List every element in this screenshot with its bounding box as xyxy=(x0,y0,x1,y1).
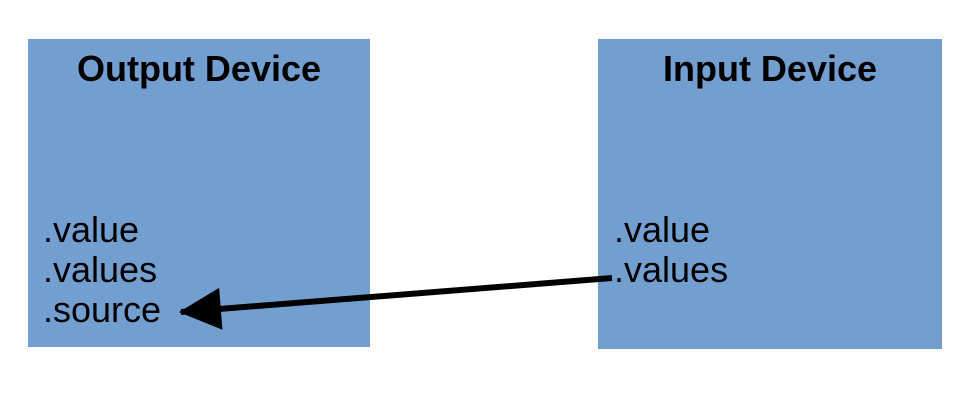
output-device-box: Output Device .value .values .source xyxy=(28,39,370,347)
output-device-title: Output Device xyxy=(76,48,322,89)
output-property-value: .value xyxy=(43,209,140,250)
input-device-title: Input Device xyxy=(662,48,878,89)
output-property-values: .values xyxy=(43,249,158,290)
input-device-box: Input Device .value .values xyxy=(598,39,942,349)
output-property-source: .source xyxy=(43,289,162,330)
input-device-properties: .value .values xyxy=(614,210,728,290)
output-device-properties: .value .values .source xyxy=(43,210,161,330)
input-property-values: .values xyxy=(614,249,729,290)
input-property-value: .value xyxy=(614,209,711,250)
